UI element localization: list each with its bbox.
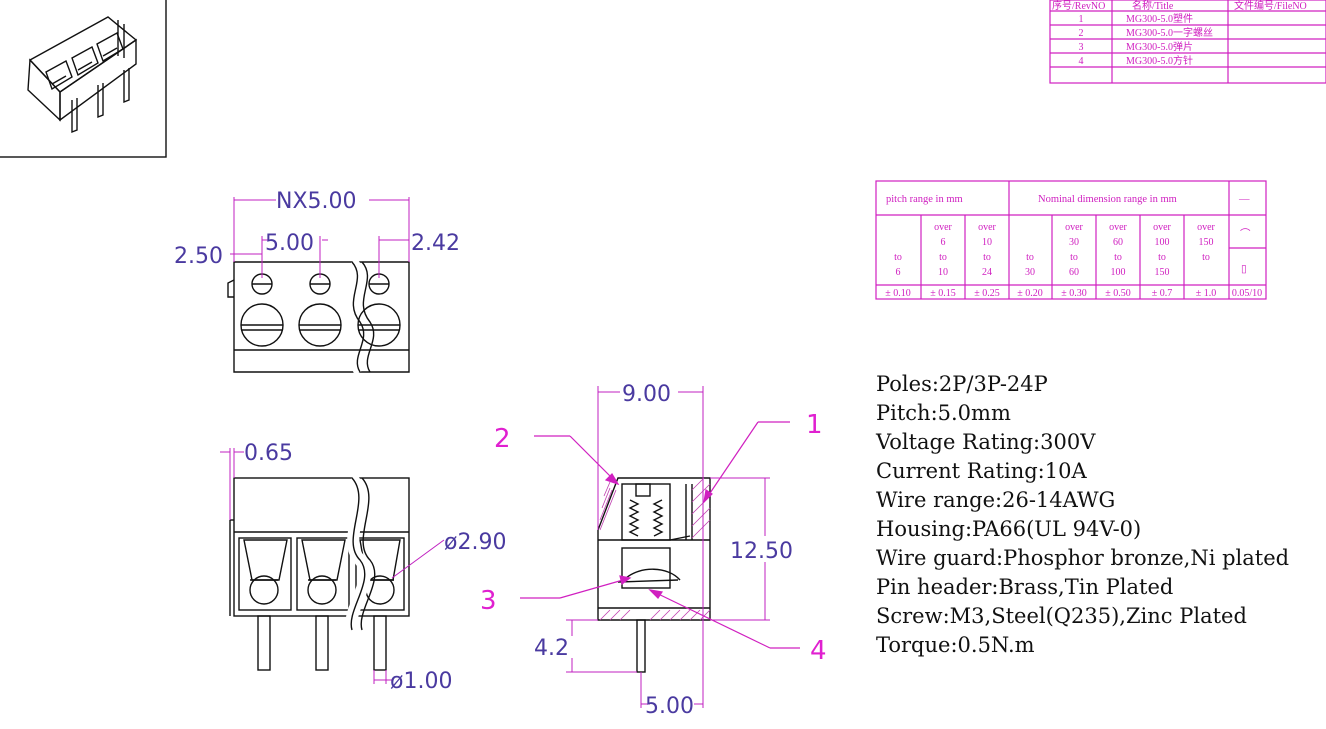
arc-symbol: ⌒ — [1240, 228, 1251, 240]
range-cell: 100 — [1111, 267, 1126, 278]
dim-pitch: 5.00 — [265, 231, 314, 256]
tolerance-value: ± 0.20 — [1017, 288, 1043, 299]
range-cell: 10 — [938, 267, 948, 278]
range-cell: 60 — [1113, 237, 1123, 248]
pitch-range-header: pitch range in mm — [886, 194, 963, 205]
title-header-rev: 序号/RevNO — [1052, 0, 1105, 12]
dim-pin-offset: 4.2 — [534, 636, 569, 661]
spec-list: Poles:2P/3P-24P Pitch:5.0mm Voltage Rati… — [876, 370, 1289, 660]
top-view: NX5.00 2.50 5.00 2.42 — [174, 189, 460, 376]
tolerance-value: ± 0.10 — [885, 288, 911, 299]
title-row-number: 2 — [1079, 28, 1084, 39]
spec-poles: Poles:2P/3P-24P — [876, 372, 1048, 396]
spec-torque: Torque:0.5N.m — [876, 633, 1035, 657]
box-symbol: ▯ — [1241, 264, 1247, 275]
title-row-number: 3 — [1079, 42, 1084, 53]
range-cell: 30 — [1025, 267, 1035, 278]
front-view: 0.65 ø2.90 ø1.00 — [220, 441, 506, 694]
tolerance-ranges: to 6 over 6 to 10 over 10 to 24 to 30 over 30 to 60 over… — [894, 222, 1215, 278]
tolerance-value: ± 0.50 — [1105, 288, 1131, 299]
range-cell: 6 — [896, 267, 901, 278]
callout-4: 4 — [810, 636, 827, 666]
spec-voltage: Voltage Rating:300V — [876, 430, 1096, 454]
range-cell: over — [934, 222, 952, 233]
title-row-name: MG300-5.0一字螺丝 — [1126, 26, 1213, 39]
dim-width: 9.00 — [622, 382, 671, 407]
tolerance-value: ± 0.30 — [1061, 288, 1087, 299]
dim-wall: 0.65 — [244, 441, 293, 466]
spec-pitch: Pitch:5.0mm — [876, 401, 1011, 425]
dim-hole-dia: ø2.90 — [444, 530, 506, 555]
callout-2: 2 — [494, 424, 511, 454]
range-cell: 100 — [1155, 237, 1170, 248]
range-cell: 24 — [982, 267, 992, 278]
range-cell: over — [1153, 222, 1171, 233]
range-cell: over — [1109, 222, 1127, 233]
tolerance-value: ± 1.0 — [1196, 288, 1217, 299]
range-cell: to — [1026, 252, 1034, 263]
range-cell: over — [978, 222, 996, 233]
side-section-view: 9.00 12.50 4.2 5.00 2 1 3 4 — [480, 382, 827, 719]
range-cell: to — [894, 252, 902, 263]
flat-symbol: — — [1238, 194, 1250, 205]
title-row-number: 1 — [1079, 14, 1084, 25]
title-row-number: 4 — [1079, 56, 1084, 67]
iso-frame — [0, 0, 167, 158]
spec-wire-range: Wire range:26-14AWG — [876, 488, 1116, 512]
spec-screw: Screw:M3,Steel(Q235),Zinc Plated — [876, 604, 1247, 628]
callout-1: 1 — [806, 410, 823, 440]
tolerance-value: 0.05/10 — [1232, 288, 1262, 299]
spec-current: Current Rating:10A — [876, 459, 1087, 483]
range-cell: to — [1202, 252, 1210, 263]
range-cell: to — [1114, 252, 1122, 263]
dim-pin-dia: ø1.00 — [390, 669, 452, 694]
range-cell: over — [1065, 222, 1083, 233]
range-cell: 6 — [941, 237, 946, 248]
spec-wire-guard: Wire guard:Phosphor bronze,Ni plated — [876, 546, 1290, 570]
range-cell: to — [983, 252, 991, 263]
title-row-name: MG300-5.0方针 — [1126, 54, 1193, 67]
dim-overall-pitch: NX5.00 — [276, 189, 357, 214]
range-cell: to — [939, 252, 947, 263]
title-rows: 1 MG300-5.0塑件 2 MG300-5.0一字螺丝 3 MG300-5.0弹片 4 M… — [1079, 13, 1213, 67]
range-cell: to — [1070, 252, 1078, 263]
dim-left-offset: 2.50 — [174, 244, 223, 269]
range-cell: over — [1197, 222, 1215, 233]
dim-right-offset: 2.42 — [411, 231, 460, 256]
callout-3: 3 — [480, 586, 497, 616]
range-cell: 150 — [1155, 267, 1170, 278]
isometric-view — [0, 0, 167, 158]
spec-housing: Housing:PA66(UL 94V-0) — [876, 517, 1142, 541]
range-cell: 150 — [1199, 237, 1214, 248]
dim-pin-pitch: 5.00 — [645, 694, 694, 719]
title-header-file: 文件编号/FileNO — [1234, 0, 1307, 12]
range-cell: 30 — [1069, 237, 1079, 248]
title-row-name: MG300-5.0塑件 — [1126, 13, 1193, 25]
title-row-name: MG300-5.0弹片 — [1126, 40, 1193, 53]
title-header-title: 名称/Title — [1132, 0, 1174, 12]
range-cell: 10 — [982, 237, 992, 248]
tolerance-table: pitch range in mm Nominal dimension rang… — [875, 180, 1267, 300]
tolerance-value: ± 0.7 — [1152, 288, 1173, 299]
range-cell: 60 — [1069, 267, 1079, 278]
spec-pin-header: Pin header:Brass,Tin Plated — [876, 575, 1174, 599]
tolerance-values: ± 0.10 ± 0.15 ± 0.25 ± 0.20 ± 0.30 ± 0.50 ± 0.… — [885, 288, 1262, 299]
tolerance-value: ± 0.15 — [930, 288, 956, 299]
tolerance-value: ± 0.25 — [974, 288, 1000, 299]
nominal-range-header: Nominal dimension range in mm — [1038, 194, 1177, 205]
iso-top-face — [28, 16, 138, 93]
dim-height: 12.50 — [730, 539, 793, 564]
range-cell: to — [1158, 252, 1166, 263]
